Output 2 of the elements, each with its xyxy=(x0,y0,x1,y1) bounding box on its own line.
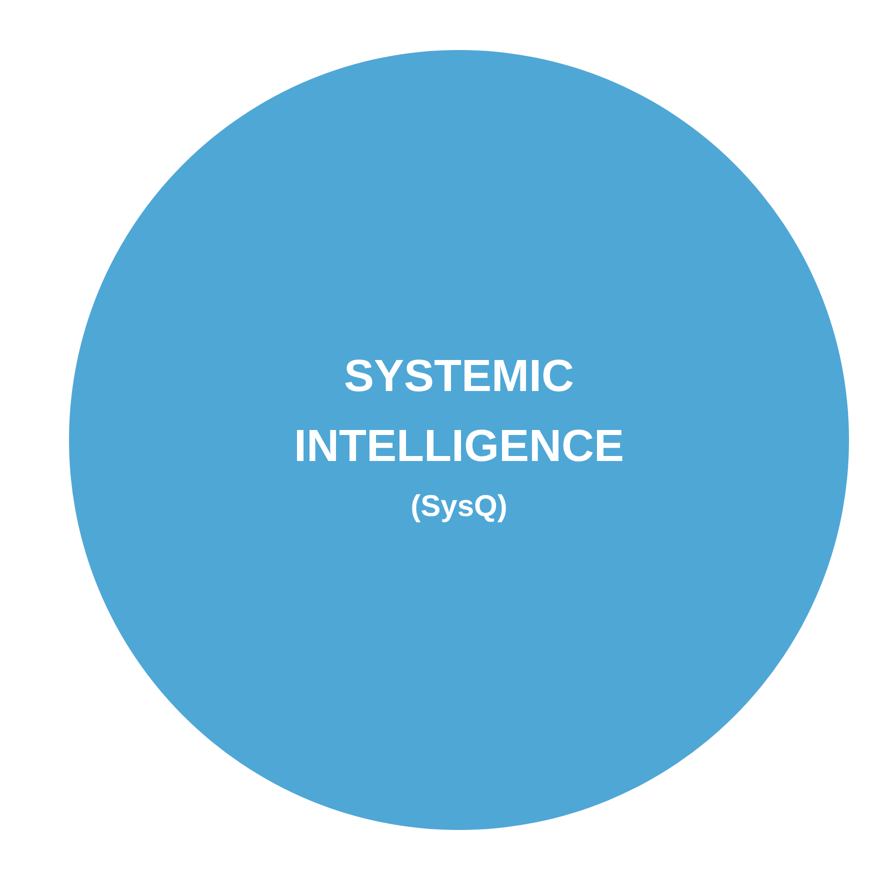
circle-title: SYSTEMIC INTELLIGENCE xyxy=(292,349,625,473)
circle-subtitle: (SysQ) xyxy=(410,489,508,525)
